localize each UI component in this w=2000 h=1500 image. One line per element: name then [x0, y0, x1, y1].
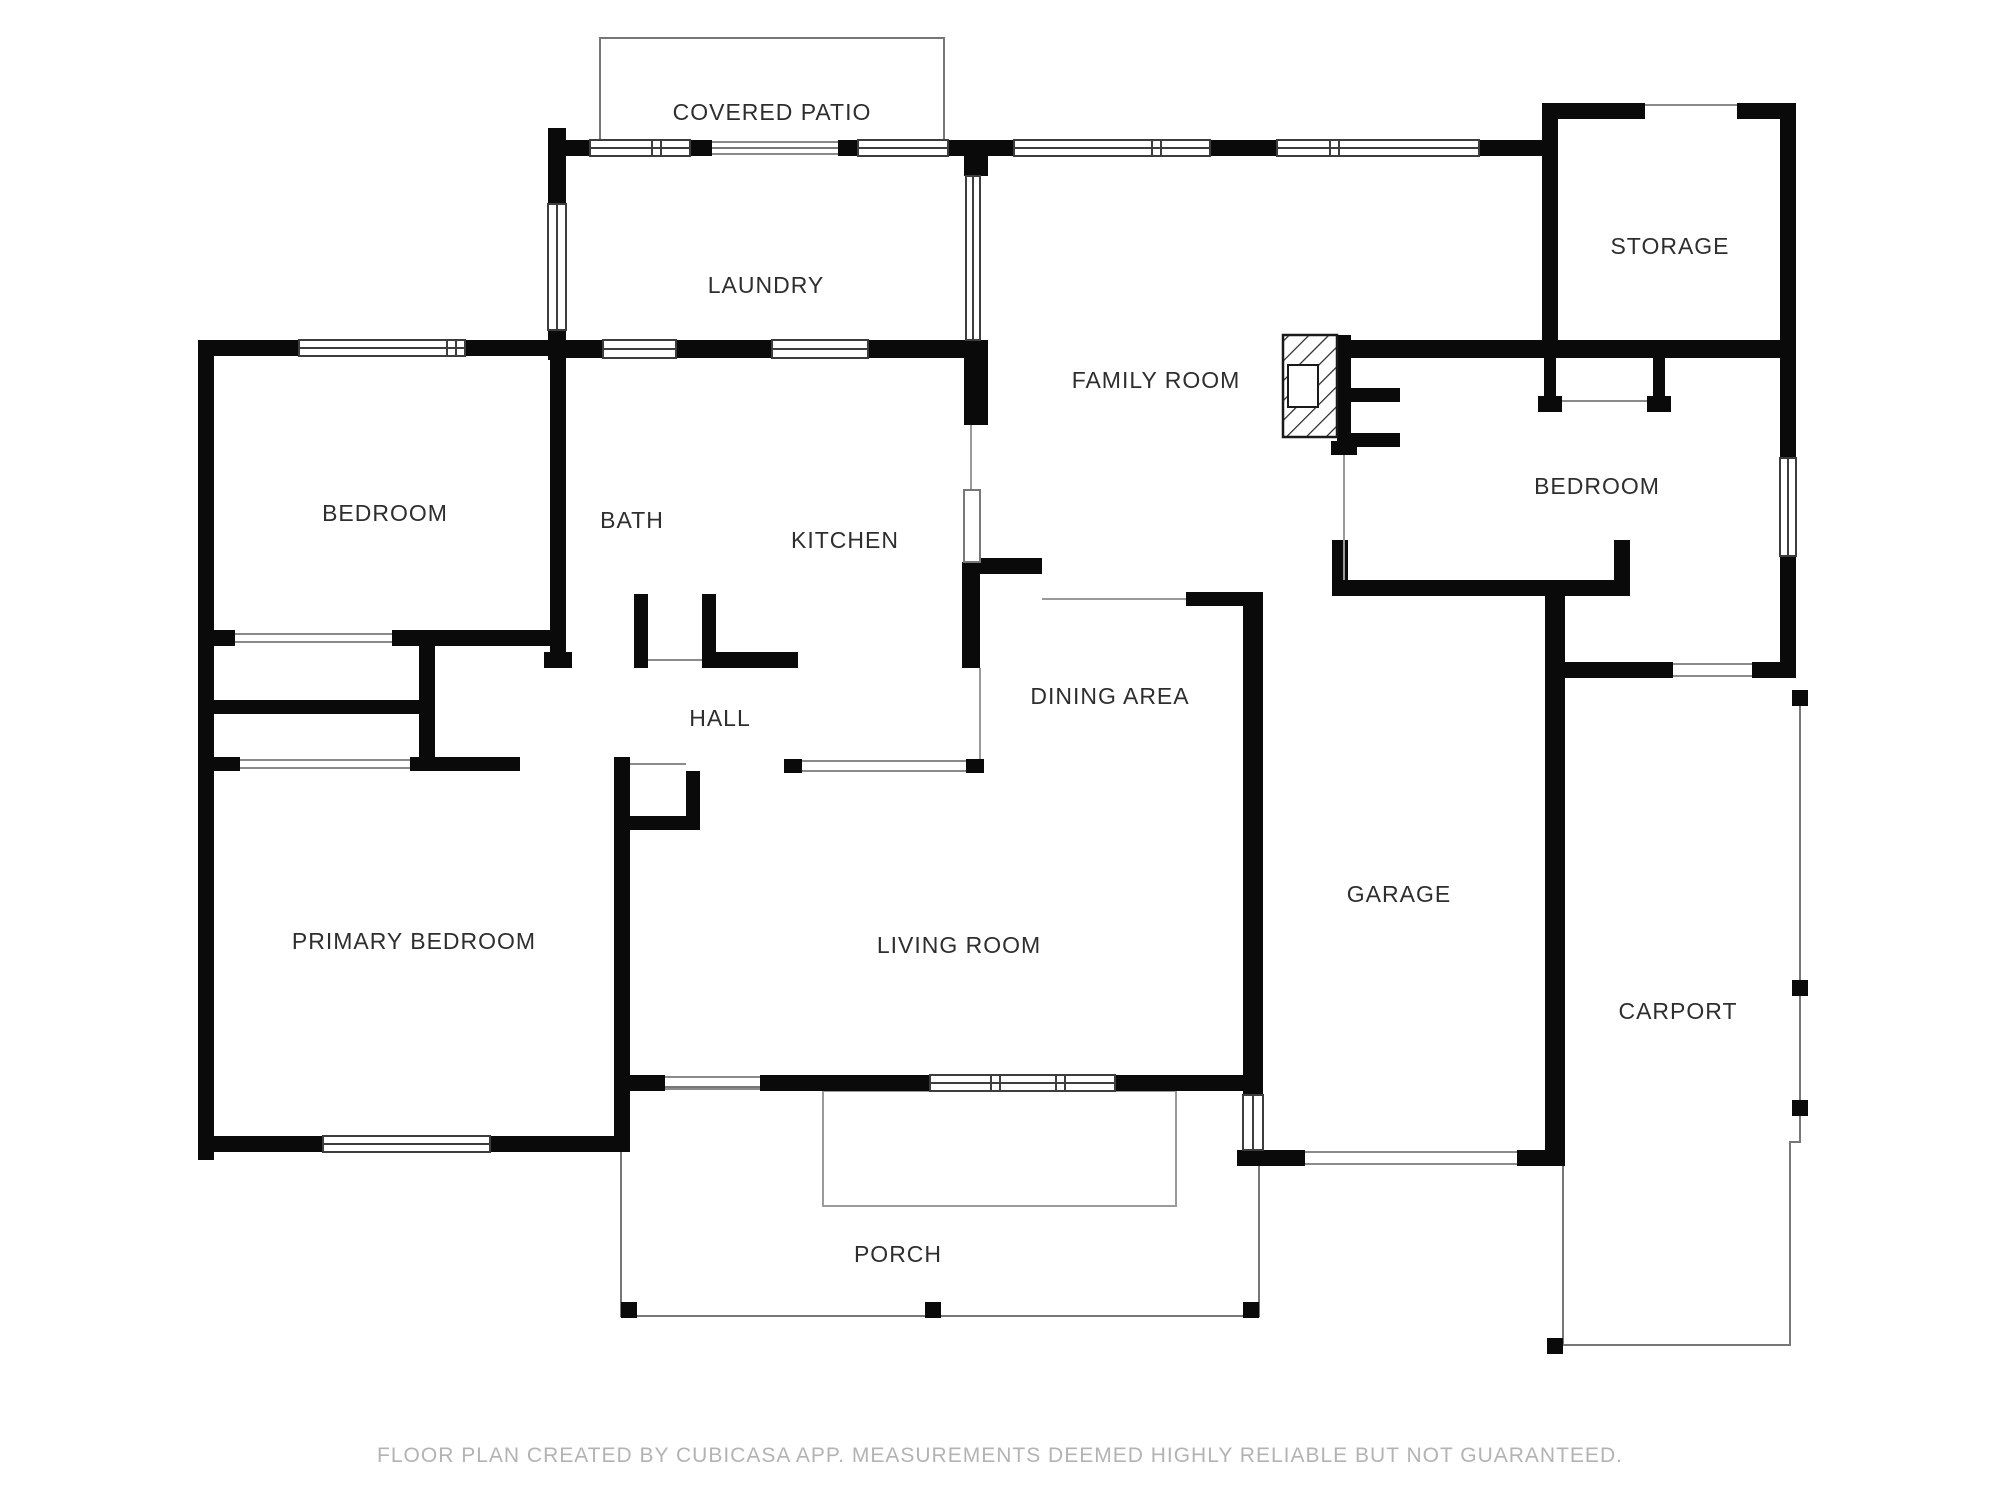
- porch-outline: [620, 1086, 1260, 1318]
- room-label-bedroom-right: BEDROOM: [1534, 473, 1660, 499]
- fireplace: [1281, 333, 1339, 439]
- room-label-hall: HALL: [689, 705, 751, 731]
- carport-post: [1792, 690, 1808, 706]
- windows: [298, 139, 1797, 1153]
- room-label-porch: PORCH: [854, 1241, 942, 1267]
- kitchen-counter: [963, 489, 981, 563]
- room-label-covered-patio: COVERED PATIO: [673, 99, 872, 125]
- room-label-kitchen: KITCHEN: [791, 527, 899, 553]
- footer-disclaimer: FLOOR PLAN CREATED BY CUBICASA APP. MEAS…: [377, 1444, 1623, 1467]
- porch-post: [925, 1302, 941, 1318]
- walls: [198, 103, 1796, 1166]
- room-label-storage: STORAGE: [1610, 233, 1729, 259]
- room-label-family-room: FAMILY ROOM: [1072, 367, 1241, 393]
- room-label-laundry: LAUNDRY: [708, 272, 825, 298]
- room-label-primary-bedroom: PRIMARY BEDROOM: [292, 928, 536, 954]
- carport-post: [1792, 1100, 1808, 1116]
- porch-post: [621, 1302, 637, 1318]
- room-label-carport: CARPORT: [1618, 998, 1737, 1024]
- room-label-bedroom-left: BEDROOM: [322, 500, 448, 526]
- room-label-living-room: LIVING ROOM: [877, 932, 1041, 958]
- room-labels: COVERED PATIO LAUNDRY STORAGE FAMILY ROO…: [292, 99, 1737, 1267]
- covered-patio-outline: [599, 37, 945, 149]
- room-label-garage: GARAGE: [1347, 881, 1451, 907]
- room-label-dining-area: DINING AREA: [1030, 683, 1189, 709]
- carport-post: [1547, 1338, 1563, 1354]
- porch-post: [1243, 1302, 1259, 1318]
- carport-post: [1792, 980, 1808, 996]
- room-label-bath: BATH: [600, 507, 664, 533]
- openings: [235, 104, 1752, 1165]
- carport-outline: [1547, 690, 1808, 1354]
